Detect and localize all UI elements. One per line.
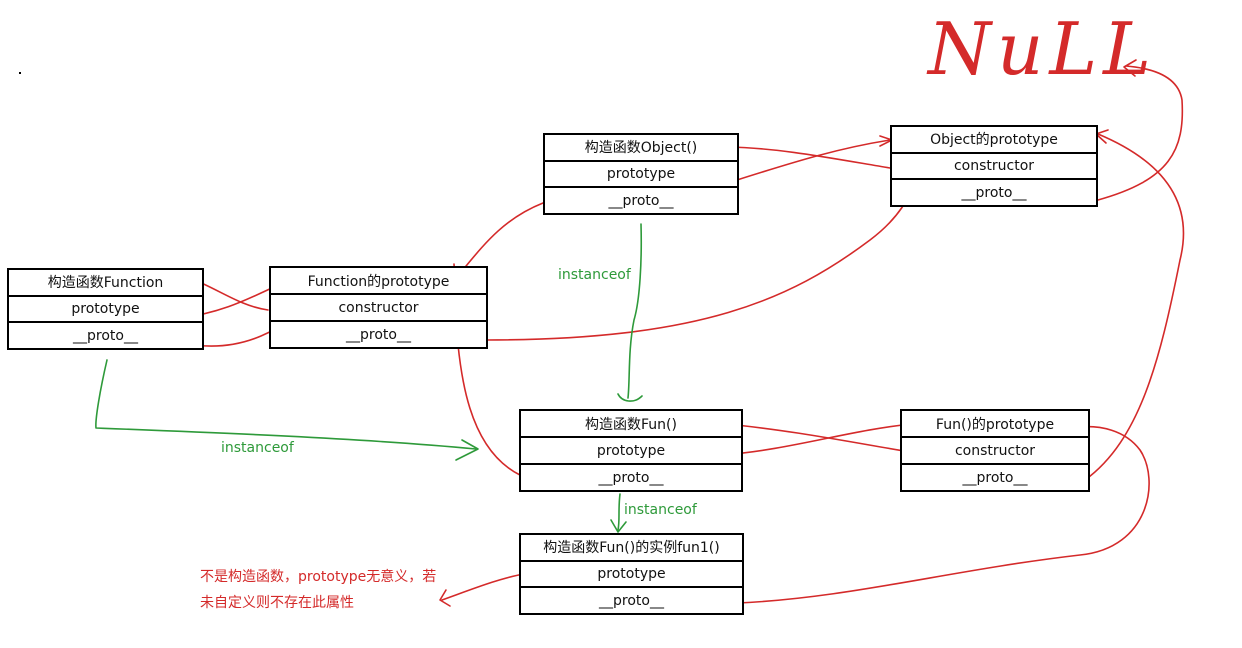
proto-field: __proto__	[271, 320, 486, 347]
constructor-field: constructor	[892, 151, 1096, 179]
box-object-prototype: Object的prototype constructor __proto__	[890, 125, 1098, 207]
prototype-field: prototype	[521, 436, 741, 463]
arrow-objproto-constructor-link	[727, 146, 891, 169]
box-instance-fun1: 构造函数Fun()的实例fun1() prototype __proto__	[519, 533, 744, 615]
arrow-objproto-proto-to-null	[1097, 65, 1184, 201]
constructor-field: constructor	[271, 293, 486, 320]
arrow-instanceof-fun-to-fun1	[617, 493, 621, 531]
box-title: 构造函数Function	[47, 275, 164, 292]
proto-field: __proto__	[9, 321, 202, 348]
prototype-field: prototype	[521, 559, 742, 587]
prototype-field: prototype	[545, 159, 737, 187]
instanceof-label-1: instanceof	[558, 267, 631, 283]
stray-dot	[19, 72, 21, 74]
arrow-instanceof-object-to-fun	[627, 223, 643, 399]
instanceof-label-3: instanceof	[624, 502, 697, 518]
arrow-instanceof-function-to-fun	[95, 359, 477, 450]
null-label: NuLL	[926, 7, 1157, 91]
proto-field: __proto__	[521, 463, 741, 490]
box-constructor-fun: 构造函数Fun() prototype __proto__	[519, 409, 743, 492]
note-line-2: 未自定义则不存在此属性	[200, 595, 354, 611]
arrow-funproto-constructor-link	[725, 423, 911, 453]
proto-field: __proto__	[902, 463, 1088, 490]
arrow-fun-prototype-link	[721, 423, 913, 456]
box-title: 构造函数Fun()	[585, 416, 677, 433]
prototype-field: prototype	[9, 294, 202, 322]
instanceof-label-2: instanceof	[221, 440, 294, 456]
box-title: 构造函数Fun()的实例fun1()	[543, 540, 720, 557]
box-title: Fun()的prototype	[935, 416, 1055, 433]
box-title: Function的prototype	[307, 273, 450, 290]
box-function-prototype: Function的prototype constructor __proto__	[269, 266, 488, 349]
proto-field: __proto__	[545, 186, 737, 213]
box-title: 构造函数Object()	[584, 140, 698, 157]
proto-field: __proto__	[892, 178, 1096, 205]
box-title: Object的prototype	[930, 132, 1058, 149]
box-constructor-function: 构造函数Function prototype __proto__	[7, 268, 204, 350]
arrow-funproto-proto-to-objproto	[1084, 133, 1185, 481]
constructor-field: constructor	[902, 436, 1088, 463]
note-line-1: 不是构造函数，prototype无意义，若	[200, 569, 437, 585]
box-fun-prototype: Fun()的prototype constructor __proto__	[900, 409, 1090, 492]
proto-field: __proto__	[521, 586, 742, 613]
arrow-fun1-prototype-to-note	[441, 573, 525, 601]
arrow-fun1-proto-to-funproto	[737, 425, 1150, 604]
arrowhead-null	[1123, 59, 1137, 77]
arrow-object-prototype-link	[736, 139, 891, 181]
box-constructor-object: 构造函数Object() prototype __proto__	[543, 133, 739, 215]
